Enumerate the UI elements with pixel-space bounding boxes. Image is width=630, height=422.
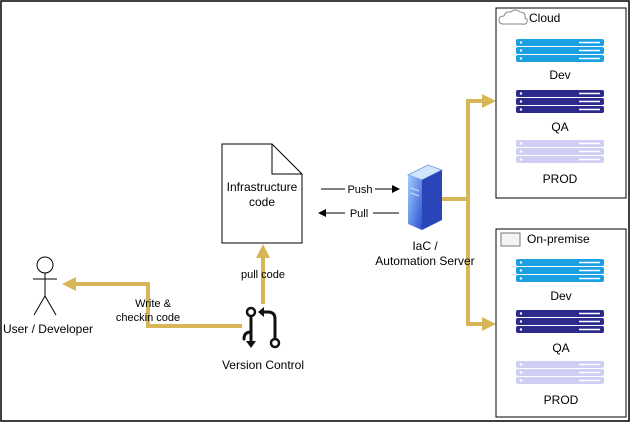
onprem-prod-server-icon (516, 361, 604, 384)
connectors (74, 99, 484, 328)
iac-server-tower-icon[interactable] (406, 164, 444, 230)
cloud-env-qa-label: QA (551, 120, 568, 134)
onprem-building-icon (500, 232, 521, 247)
version-control-git-icon[interactable] (242, 306, 281, 349)
push-label-bg (345, 182, 375, 196)
edge-write-checkin (74, 282, 242, 328)
cloud-icon (498, 9, 528, 25)
edge-write-label-line1: Write & (135, 298, 172, 310)
arrowhead-onprem (482, 317, 496, 331)
actor-label: User / Developer (3, 322, 93, 336)
edge-server-to-cloud (442, 99, 484, 201)
onprem-env-dev-label: Dev (550, 289, 571, 303)
edge-write-label-line2: checkin code (116, 312, 180, 324)
cloud-env-prod-label: PROD (543, 172, 578, 186)
push-label: Push (347, 184, 372, 196)
cloud-qa-server-icon (516, 90, 604, 113)
infra-doc-line2: code (249, 195, 275, 209)
cloud-group-title: Cloud (529, 11, 560, 25)
infrastructure-code-document-icon[interactable] (221, 143, 303, 244)
version-control-label: Version Control (222, 358, 304, 372)
cloud-dev-server-icon (516, 39, 604, 62)
onprem-env-qa-label: QA (552, 341, 569, 355)
pull-label-bg (345, 206, 373, 220)
user-developer-actor-icon[interactable] (33, 256, 57, 316)
onprem-dev-server-icon (516, 259, 604, 282)
pull-label: Pull (350, 208, 368, 220)
cloud-prod-server-icon (516, 140, 604, 163)
edge-server-to-onprem (466, 199, 484, 326)
cloud-env-dev-label: Dev (549, 68, 570, 82)
onprem-qa-server-icon (516, 310, 604, 333)
connector-arrowheads (62, 94, 496, 331)
onprem-group-title: On-premise (527, 232, 590, 246)
server-label-line1: IaC / (412, 239, 438, 253)
infra-doc-line1: Infrastructure (227, 180, 298, 194)
cloud-group[interactable]: Cloud Dev QA PROD (495, 7, 627, 199)
edge-pull-code-label: pull code (241, 269, 285, 281)
onprem-group[interactable]: On-premise Dev QA PROD (495, 228, 627, 418)
arrowhead-cloud (482, 94, 496, 108)
arrowhead-actor (62, 277, 76, 291)
arrowhead-infra (256, 244, 270, 258)
server-label-line2: Automation Server (375, 254, 474, 268)
onprem-env-prod-label: PROD (544, 393, 579, 407)
